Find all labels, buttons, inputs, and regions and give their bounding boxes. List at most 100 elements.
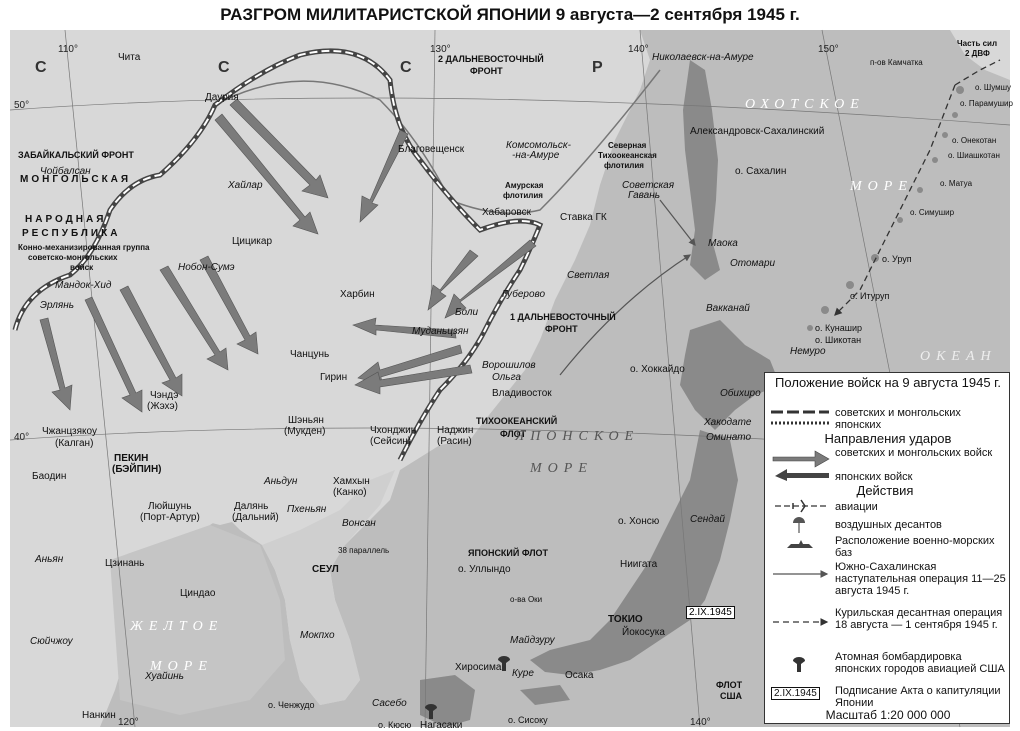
- sea-label: МОРЕ: [849, 179, 913, 194]
- legend-aviation: авиации: [835, 501, 878, 513]
- city-label: (Жэхэ): [147, 401, 178, 412]
- city-label: Советская: [622, 180, 675, 191]
- city-label: Чойбалсан: [40, 165, 91, 177]
- city-label: Николаевск-на-Амуре: [652, 52, 754, 63]
- city-label: (Мукден): [284, 426, 325, 437]
- city-label: Чхонджин: [370, 425, 416, 436]
- korea-land: [262, 470, 395, 705]
- city-label: Отомари: [730, 258, 776, 269]
- city-label: Хиросима: [455, 662, 502, 673]
- city-label: Далянь: [234, 501, 268, 512]
- city-label: Ольга: [492, 372, 521, 383]
- group-label: советско-монгольских: [28, 253, 118, 262]
- ussr-letter: Р: [592, 59, 603, 76]
- lon-label: 110°: [58, 44, 78, 55]
- city-label: Муданьцзян: [412, 326, 469, 337]
- legend-soviet-attack: советских и монгольских войск: [835, 447, 993, 459]
- city-label: Наджин: [437, 425, 473, 436]
- city-label: (Канко): [333, 487, 367, 498]
- us-fleet-label: США: [720, 691, 743, 701]
- sakhalin-island: [683, 60, 720, 280]
- city-label: Куре: [512, 668, 534, 679]
- city-label: Майдзуру: [510, 635, 556, 646]
- city-label: Цицикар: [232, 236, 272, 247]
- island-label: о. Хонсю: [618, 516, 660, 527]
- city-label: Благовещенск: [398, 144, 465, 155]
- front-label: ФРОНТ: [470, 66, 503, 76]
- island-label: о. Шумшу: [975, 83, 1011, 92]
- city-label: СЕУЛ: [312, 564, 339, 575]
- city-label: Нагасаки: [420, 720, 462, 731]
- island-label: о. Шикотан: [815, 335, 861, 345]
- ussr-letter: С: [400, 59, 412, 76]
- city-label: Нанкин: [82, 710, 116, 721]
- city-label: Баодин: [32, 471, 66, 482]
- city-label: Маока: [708, 238, 738, 249]
- legend-kuril-operation: Курильская десантная операция 18 августа…: [835, 607, 1003, 631]
- front-label: ЗАБАЙКАЛЬСКИЙ ФРОНТ: [18, 149, 134, 160]
- hokkaido-island: [680, 320, 780, 430]
- liaodong: [195, 495, 240, 525]
- legend-japanese-attack: японских войск: [835, 471, 913, 483]
- legend-stamp: 2.IX.1945: [771, 687, 820, 700]
- legend-attacks-heading: Направления ударов: [824, 431, 952, 446]
- city-label: Чита: [118, 52, 141, 63]
- mongolia-label: НАРОДНАЯ: [25, 214, 106, 225]
- kuril-op-symbol: [773, 618, 829, 626]
- flotilla-label: Северная: [608, 141, 647, 150]
- fleet-label: ТИХООКЕАНСКИЙ: [476, 415, 557, 426]
- city-label: Обихиро: [720, 387, 761, 399]
- kyushu-island: [420, 675, 475, 727]
- city-label: Немуро: [790, 346, 826, 357]
- city-label: -на-Амуре: [512, 150, 560, 161]
- kamchatka-force: Часть сил: [957, 39, 997, 48]
- front-label: 2 ДАЛЬНЕВОСТОЧНЫЙ: [438, 53, 544, 64]
- city-label: Мандок-Хид: [55, 280, 112, 291]
- mongolia-label: РЕСПУБЛИКА: [22, 228, 120, 239]
- parallel-label: 38 параллель: [338, 546, 389, 555]
- city-label: Харбин: [340, 288, 375, 300]
- fleet-label: ФЛОТ: [500, 429, 527, 439]
- city-label: Нобон-Сумэ: [178, 261, 235, 273]
- region-label: п-ов Камчатка: [870, 58, 923, 67]
- city-label: Светлая: [567, 270, 610, 281]
- island-label: о. Кунашир: [815, 323, 862, 333]
- kamchatka: [950, 30, 1010, 80]
- lat-label: 50°: [14, 100, 29, 111]
- city-label: Александровск-Сахалинский: [690, 126, 824, 137]
- kuril-operation-route-north: [954, 59, 1001, 86]
- city-label: Аньдун: [263, 476, 298, 487]
- city-label: Оминато: [706, 432, 751, 443]
- island-label: о. Онекотан: [952, 136, 996, 145]
- kamchatka-force: 2 ДВФ: [965, 49, 990, 58]
- jp-fleet-label: ЯПОНСКИЙ ФЛОТ: [468, 547, 549, 558]
- soviet-border: [12, 48, 544, 462]
- legend-paratroopers: воздушных десантов: [835, 519, 942, 531]
- city-label: Аньян: [34, 554, 64, 565]
- island-label: о. Шиашкотан: [948, 151, 1000, 160]
- map-title: РАЗГРОМ МИЛИТАРИСТСКОЙ ЯПОНИИ 9 августа—…: [220, 5, 800, 24]
- surrender-stamp: 2.IX.1945: [686, 606, 735, 619]
- city-label: Цзинань: [105, 558, 144, 569]
- city-label: Люйшунь: [148, 501, 191, 512]
- sea-label: ОКЕАН: [920, 349, 997, 364]
- legend-surrender: Подписание Акта о капитуляции Японии: [835, 685, 1001, 709]
- city-label: Шэньян: [288, 415, 324, 426]
- city-label: Хамхын: [333, 476, 370, 487]
- city-label: Гавань: [628, 190, 660, 201]
- sovgavan-arrow: [659, 199, 696, 246]
- city-label: Вонсан: [342, 518, 376, 529]
- city-label: Ворошилов: [482, 360, 536, 371]
- us-fleet-label: ФЛОТ: [716, 680, 743, 690]
- island-label: о. Хоккайдо: [630, 364, 685, 375]
- kuril-islands: [807, 86, 964, 331]
- island-label: о. Уллындо: [458, 564, 511, 575]
- attack-arrow-symbol: [772, 450, 830, 481]
- city-label: (БЭЙПИН): [112, 462, 162, 475]
- legend-panel: Положение войск на 9 августа 1945 г. сов…: [764, 372, 1010, 724]
- city-label: Хабаровск: [482, 206, 532, 218]
- island-label: о. Симушир: [910, 208, 955, 217]
- city-label: Ниигата: [620, 559, 658, 570]
- group-label: войск: [70, 263, 94, 272]
- naval-base-symbol: [787, 540, 813, 548]
